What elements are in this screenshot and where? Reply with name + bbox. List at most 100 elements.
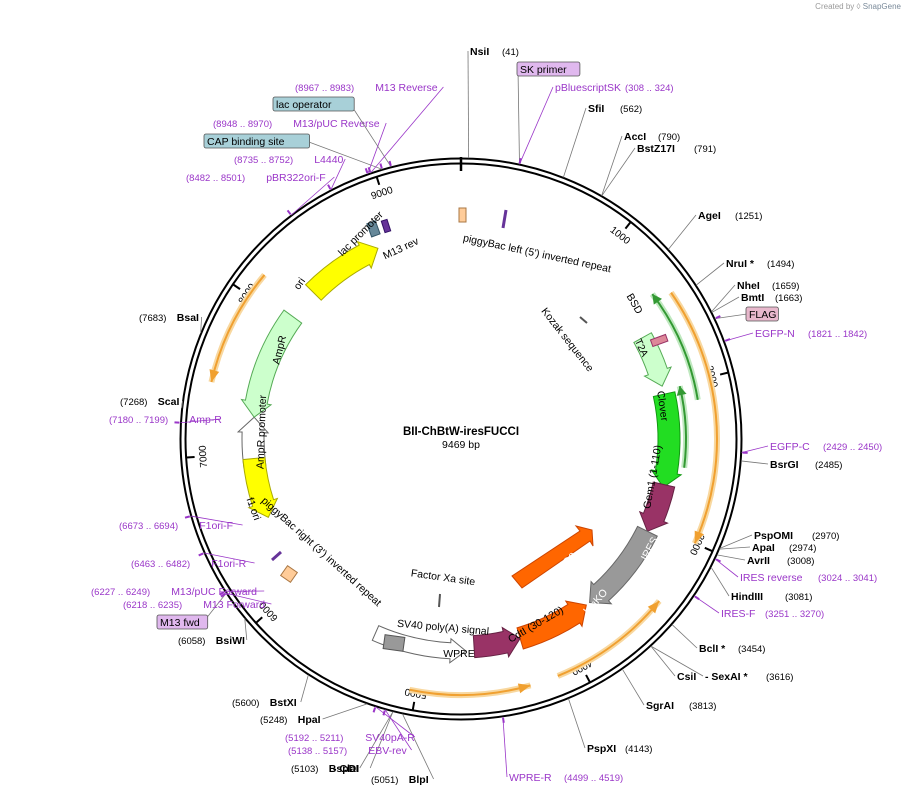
site-name: L4440: [314, 154, 343, 166]
site-position: (1821 .. 1842): [808, 329, 867, 340]
site-name: M13/pUC Reverse: [293, 118, 380, 130]
site-bspdi: (5103)BspDI: [291, 711, 394, 775]
site-leader-line: [714, 558, 739, 578]
site-amp-r: (7180 .. 7199)Amp-R: [109, 414, 222, 426]
site-egfp-n: EGFP-N (1821 .. 1842): [724, 328, 867, 342]
site-leader-line: [244, 618, 248, 641]
site-name: - SexAI *: [705, 671, 749, 683]
tick-label: 1000: [608, 225, 633, 248]
site-leader-line: [621, 668, 645, 706]
site-label-box: [156, 614, 209, 630]
tick-mark: [704, 546, 713, 553]
site-avrii: AvrII(3008): [716, 554, 814, 567]
site-nrui: NruI *(1494): [695, 258, 794, 286]
site-nhei: NheI (1659): [711, 280, 799, 313]
primer-site-mark: [715, 558, 721, 563]
site-m13-puc-forward: (6227 .. 6249)M13/pUC Forward: [91, 586, 265, 598]
site-name: NheI: [737, 280, 760, 292]
site-name: SK primer: [520, 64, 567, 76]
site-position: (3251 .. 3270): [765, 609, 824, 620]
site-bmti: BmtI(1663): [711, 292, 802, 313]
site-name: CsiI: [677, 671, 696, 683]
site-name: EGFP-C: [770, 441, 810, 453]
site-clai: - ClaI: [333, 711, 394, 775]
ori-label: ori: [292, 276, 309, 292]
site-leader-line: [741, 460, 769, 465]
site-position: (562): [620, 104, 642, 115]
site-position: (8482 .. 8501): [186, 173, 245, 184]
site-leader-line: [568, 698, 586, 749]
hmko-feature: [516, 600, 587, 650]
primer-site-mark: [364, 167, 369, 174]
f1-ori-feature: [242, 456, 279, 518]
site-scai: (7268)ScaI: [120, 396, 183, 409]
site-position: (5051): [371, 775, 398, 786]
tick-label: 7000: [197, 444, 210, 467]
site-leader-line: [502, 716, 508, 778]
site-position: (3454): [738, 644, 765, 655]
site-leader-line: [384, 709, 412, 751]
green-arc-bsd-head: [652, 294, 663, 305]
piggybac-right-label: piggyBac right (3') inverted repeat: [259, 495, 384, 609]
site-name: HpaI: [298, 714, 321, 726]
site-name: EBV-rev: [368, 745, 407, 757]
site-name: EGFP-N: [755, 328, 795, 340]
orange-arc-ampr: [210, 274, 266, 383]
site-pspomi: PspOMI(2970): [719, 530, 839, 549]
site-wpre-r: WPRE-R(4499 .. 4519): [502, 716, 623, 784]
site-name: BsaI: [177, 312, 199, 324]
site-sgrai: SgrAI(3813): [621, 668, 716, 712]
site-position: (6227 .. 6249): [91, 587, 150, 598]
site-position: (3813): [689, 701, 716, 712]
site-leader-line: [716, 554, 746, 561]
site-position: (4499 .. 4519): [564, 773, 623, 784]
site-name: Amp-R: [189, 414, 222, 426]
site-name: FLAG: [749, 309, 776, 321]
site-leader-line: [359, 711, 394, 769]
site-name: IRES-F: [721, 608, 755, 620]
site-leader-line: [181, 400, 183, 409]
site-position: (2485): [815, 460, 842, 471]
sv40-polya-label: SV40 poly(A) signal: [397, 618, 490, 638]
site-leader-line: [711, 284, 736, 313]
primer-site-mark: [286, 209, 292, 215]
site-m13-puc-reverse: (8948 .. 8970)M13/pUC Reverse: [213, 118, 387, 175]
kozak-mark: [579, 316, 588, 324]
site-label-box: [203, 133, 310, 149]
site-bsai: (7683)BsaI: [139, 312, 202, 334]
site-leader-line: [601, 135, 623, 196]
site-nsii: NsiI(41): [467, 46, 519, 159]
orange-arc-wpre-tail-head: [517, 683, 531, 694]
site-position: (5600): [232, 698, 259, 709]
orange-arc-ires-wpre: [557, 600, 660, 677]
site-apai: ApaI(2974): [719, 542, 816, 554]
primer-site-mark: [219, 591, 225, 596]
created-by-text: Created by: [815, 2, 855, 11]
site-sfii: SfiI(562): [562, 103, 642, 178]
green-arc-clover-head: [676, 386, 687, 396]
orange-arc-bsd-clover-head: [694, 530, 705, 544]
ampr-feature: [240, 309, 303, 418]
site-name: ApaI: [752, 542, 775, 554]
tick-mark: [411, 701, 416, 710]
tick-mark: [186, 456, 195, 459]
site-position: (1659): [772, 281, 799, 292]
kozak-label: Kozak sequence: [539, 306, 596, 375]
site-bstxi: (5600)BstXI: [232, 674, 309, 709]
site-m13-forward: (6218 .. 6235)M13 Forward: [123, 592, 272, 611]
site-position: (41): [502, 47, 519, 58]
primer-site-mark: [372, 707, 377, 713]
site-leader-line: [375, 706, 416, 738]
site-l4440: (8735 .. 8752)L4440: [234, 154, 346, 191]
site-name: AvrII: [747, 555, 770, 567]
site-ebv-rev: (5138 .. 5157) EBV-rev: [288, 709, 412, 757]
site-name: pBR322ori-F: [266, 172, 326, 184]
clover-label: Clover: [654, 390, 670, 422]
primer-site-mark: [379, 163, 383, 169]
site-position: (5138 .. 5157): [288, 746, 347, 757]
site-leader-line: [650, 645, 704, 677]
site-name: F1ori-F: [199, 520, 233, 532]
site-leader-line: [741, 445, 769, 453]
site-bstz17i: BstZ17I(791): [601, 143, 716, 197]
site-leader-line: [180, 418, 221, 424]
